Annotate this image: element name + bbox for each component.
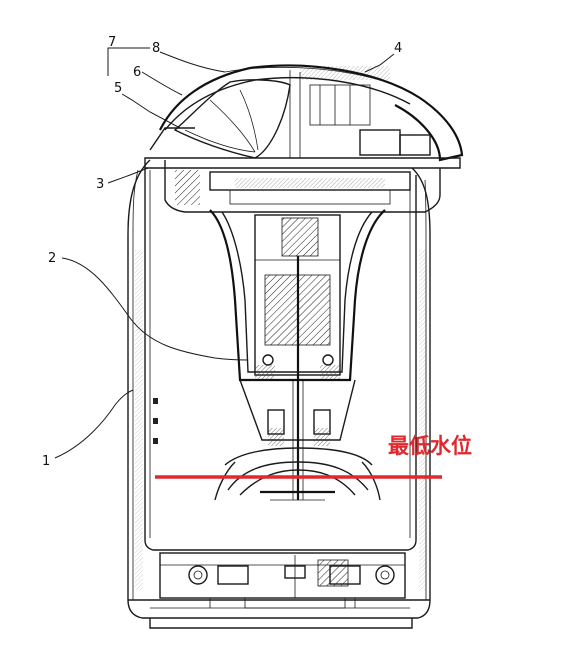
feed-chute: [173, 79, 291, 159]
outer-housing: [127, 159, 431, 629]
callout-4: 4: [394, 41, 402, 56]
base-assembly: [159, 552, 406, 609]
callout-2: 2: [48, 251, 56, 266]
callout-7: 7: [108, 35, 116, 50]
callout-labels: 1 2 3 4 5 6 7 8: [42, 35, 402, 469]
leader-lines: [54, 47, 395, 459]
callout-3: 3: [96, 177, 104, 192]
callout-6: 6: [133, 65, 141, 80]
min-water-level-label: 最低水位: [388, 434, 472, 458]
inner-body: [164, 160, 441, 213]
callout-8: 8: [152, 41, 160, 56]
top-lid: [144, 64, 464, 169]
blade-assembly: [214, 256, 381, 501]
callout-5: 5: [114, 81, 122, 96]
callout-1: 1: [42, 454, 50, 469]
